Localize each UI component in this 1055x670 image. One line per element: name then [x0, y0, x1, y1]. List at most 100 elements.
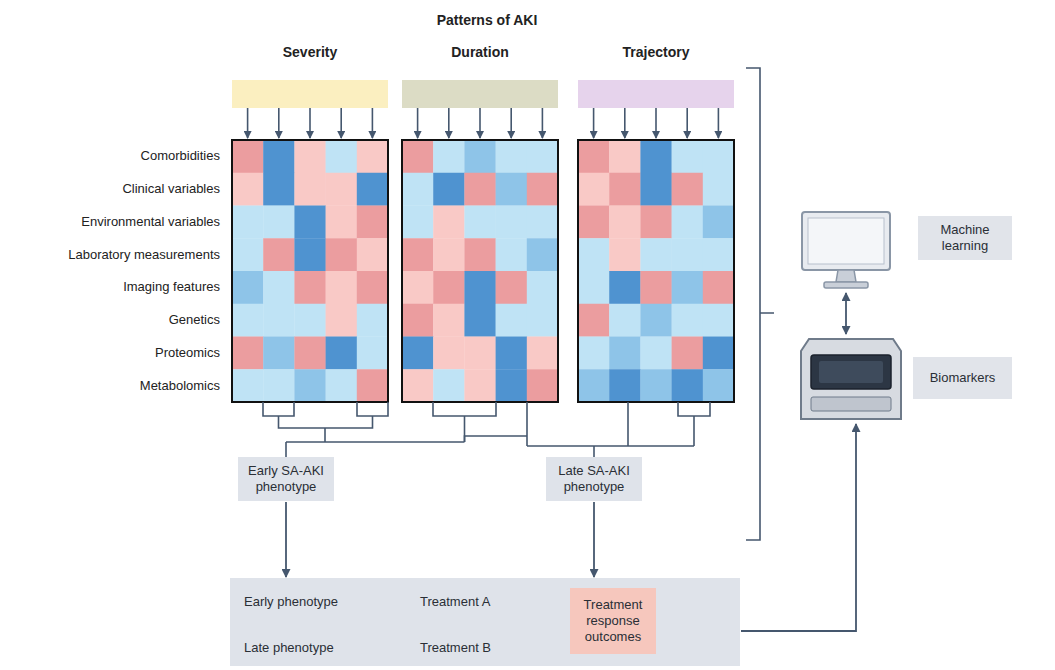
heatmap-cell [294, 271, 326, 304]
heatmap-cell [527, 238, 559, 271]
heatmap-cell [402, 206, 434, 239]
heatmap-cell [609, 337, 641, 370]
heatmap-cell [402, 140, 434, 173]
title: Patterns of AKI [387, 12, 587, 28]
heatmap-cell [357, 271, 389, 304]
input-arrow [247, 108, 249, 138]
heatmap-cell [496, 369, 527, 402]
heatmap-cell [527, 173, 559, 206]
connector [741, 424, 856, 631]
heatmap-cell [357, 206, 389, 239]
heatmap-cell [357, 238, 389, 271]
heatmap-cell [402, 271, 434, 304]
node-text: Treatment response outcomes [576, 597, 650, 645]
connector [845, 293, 847, 334]
node-text: Treatment B [420, 640, 491, 656]
heatmap-cell [402, 369, 434, 402]
heatmap-cell [578, 206, 610, 239]
node-text: Machine learning [926, 222, 1004, 254]
node-text: Biomarkers [930, 370, 996, 386]
heatmap-cell [672, 238, 704, 271]
heatmap-cell [326, 206, 358, 239]
heatmap-cell [433, 206, 465, 239]
heatmap-cell [263, 271, 295, 304]
input-arrow [593, 108, 595, 138]
treatment-text: Treatment A [420, 592, 506, 612]
heatmap-cell [263, 337, 295, 370]
heatmap-cell [609, 271, 641, 304]
heatmap-cell [263, 304, 295, 337]
input-arrow [510, 108, 512, 138]
trajectory-bar [578, 80, 734, 108]
heatmap-cell [326, 337, 358, 370]
heatmap-cell [672, 337, 704, 370]
heatmap-cell [433, 304, 465, 337]
heatmap-cell [402, 337, 434, 370]
label-box: Machine learning [918, 216, 1012, 260]
heatmap-cell [640, 369, 672, 402]
severity-bar [232, 80, 388, 108]
heatmap-cell [464, 271, 496, 304]
heatmap-cell [232, 304, 264, 337]
heatmap-cell [609, 140, 641, 173]
row-label: Imaging features [20, 279, 220, 295]
phenotype-text: Late phenotype [244, 638, 356, 658]
heatmap-cell [464, 173, 496, 206]
phenotype-box: Early SA-AKI phenotype [238, 457, 334, 501]
heatmap-cell [326, 238, 358, 271]
heatmap-cell [672, 173, 704, 206]
computer-icon [800, 208, 912, 298]
heatmap-cell [232, 140, 264, 173]
heatmap-cell [527, 337, 559, 370]
heatmap-cell [672, 271, 704, 304]
heatmap-cell [357, 140, 389, 173]
heatmap-cell [294, 369, 326, 402]
input-arrow [718, 108, 720, 138]
heatmap-cell [609, 369, 641, 402]
heatmap-cell [294, 173, 326, 206]
heatmap-cell [433, 271, 465, 304]
connector [285, 502, 287, 577]
heatmap-border [402, 140, 558, 402]
heatmap-cell [703, 206, 735, 239]
heatmap-cell [232, 173, 264, 206]
heatmap-cell [609, 238, 641, 271]
heatmap-cell [464, 337, 496, 370]
heatmap-cell [640, 140, 672, 173]
heatmap-cell [703, 369, 735, 402]
heatmap-cell [578, 369, 610, 402]
heatmap-cell [527, 140, 559, 173]
heatmap-cell [326, 140, 358, 173]
heatmap-cell [640, 337, 672, 370]
heatmap-cell [578, 304, 610, 337]
heatmap-cell [357, 337, 389, 370]
heatmap-cell [578, 271, 610, 304]
biomarkers: Biomarkers [795, 335, 1014, 423]
heatmap-cell [578, 140, 610, 173]
heatmap-cell [232, 369, 264, 402]
heatmap-cell [357, 304, 389, 337]
input-arrow [542, 108, 544, 138]
heatmap-cell [640, 173, 672, 206]
heatmap-cell [326, 271, 358, 304]
input-arrow [686, 108, 688, 138]
heatmap-cell [703, 140, 735, 173]
heatmap-cell [527, 304, 559, 337]
input-arrow [655, 108, 657, 138]
heatmap-cell [672, 140, 704, 173]
heatmap-cell [402, 238, 434, 271]
heatmap-cell [433, 238, 465, 271]
heatmap-cell [578, 238, 610, 271]
heatmap-cell [496, 271, 527, 304]
row-label: Proteomics [20, 345, 220, 361]
heatmap-cell [294, 140, 326, 173]
node-text: Late SA-AKI phenotype [552, 463, 636, 495]
heatmap-cell [496, 337, 527, 370]
heatmap-cell [464, 206, 496, 239]
heatmap-cell [609, 173, 641, 206]
heatmap-cell [433, 337, 465, 370]
heatmap-cell [294, 304, 326, 337]
heatmap-cell [232, 238, 264, 271]
node-text: Late phenotype [244, 640, 334, 656]
